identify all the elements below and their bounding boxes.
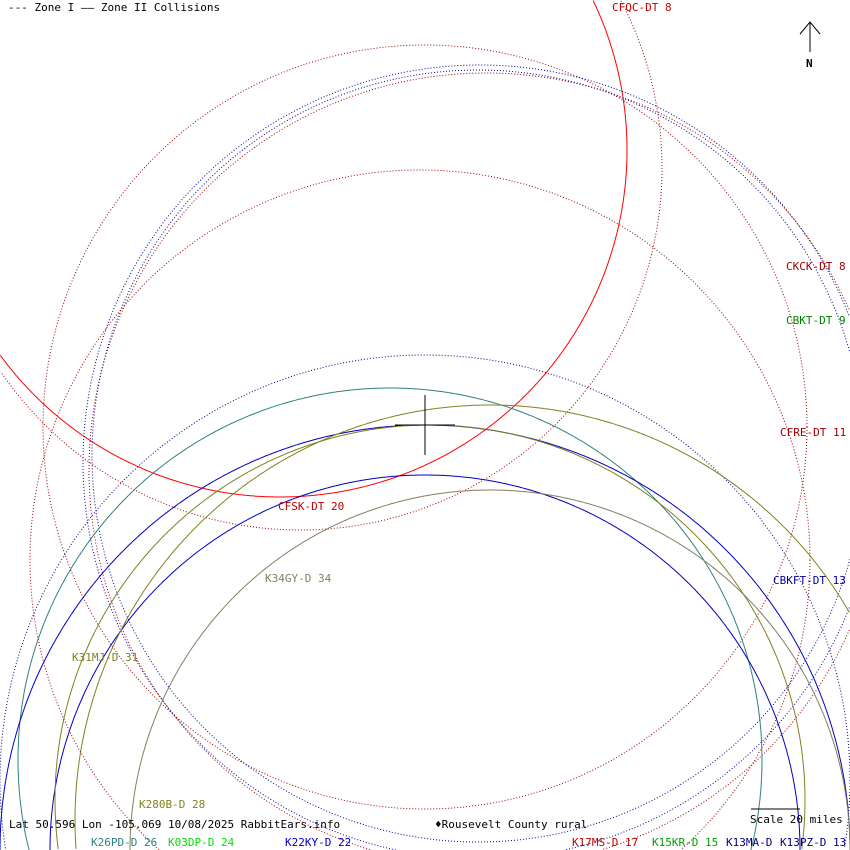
station-label[interactable]: CFSK-DT 20 <box>278 500 345 513</box>
station-label[interactable]: K13PZ-D 13 <box>780 836 847 849</box>
cbkt-zone1-circle-a <box>82 64 850 850</box>
north-label: N <box>806 57 813 70</box>
cfre-zone1-circle <box>91 69 850 843</box>
station-label[interactable]: K34GY-D 34 <box>265 572 332 585</box>
cfqc-zone1-circle-arc <box>620 0 663 168</box>
cfsk-zone1-circle-arc <box>680 560 811 850</box>
ckck-zone1-circle <box>42 44 808 810</box>
station-label[interactable]: K26PD-D 26 <box>91 836 158 849</box>
station-label[interactable]: K13MA-D <box>726 836 773 849</box>
cbkt-zone1-circle-a-arc <box>82 64 850 850</box>
cfqc-zone1-circle <box>0 0 663 531</box>
cfqc-zone2-circle-arc <box>592 0 628 150</box>
bottom-blue-zone1-circle <box>0 354 850 849</box>
station-label[interactable]: CFRE-DT 11 <box>780 426 847 439</box>
k22ky-circle-arc <box>0 424 850 850</box>
status-text: Lat 50.596 Lon -105.069 10/08/2025 Rabbi… <box>9 818 341 831</box>
k26pd-circle-arc <box>750 760 763 850</box>
ckck-zone1-circle-arc <box>42 44 808 810</box>
olive-circle-a-arc <box>74 404 850 849</box>
station-label[interactable]: CKCK-DT 8 <box>786 260 846 273</box>
cfsk-zone1-circle-arc <box>29 169 811 850</box>
cfqc-zone1-circle-arc <box>0 168 663 531</box>
station-label[interactable]: K280B-D 28 <box>139 798 206 811</box>
station-label[interactable]: CFQC-DT 8 <box>612 1 672 14</box>
cfre-zone1-circle-arc <box>91 69 850 843</box>
olive-circle-c <box>54 424 806 849</box>
cbkt-zone1-circle-b-arc <box>88 72 850 850</box>
cbkt-zone1-circle-a-arc <box>564 607 850 850</box>
station-label[interactable]: K22KY-D 22 <box>285 836 352 849</box>
station-label[interactable]: CBKFT-DT 13 <box>773 574 846 587</box>
cfqc-zone2-circle-arc <box>0 150 628 498</box>
legend-zone1: --- Zone I <box>8 1 75 14</box>
station-label[interactable]: K17MS-D 17 <box>572 836 639 849</box>
olive-circle-a <box>74 404 850 849</box>
bottom-blue-zone1-circle-arc <box>0 354 850 849</box>
k13-circle-arc <box>49 474 801 850</box>
station-label[interactable]: K15KR-D 15 <box>652 836 719 849</box>
bottom-blue-zone1-circle-arc <box>844 780 850 849</box>
cfqc-zone2-circle <box>0 0 628 498</box>
olive-circle-b-arc <box>129 489 850 850</box>
station-label[interactable]: CBKT-DT 9 <box>786 314 846 327</box>
station-label[interactable]: K03DP-D 24 <box>168 836 235 849</box>
olive-circle-c-arc <box>801 800 806 849</box>
cbkt-zone1-circle-b <box>88 72 850 850</box>
k22ky-circle <box>0 424 850 850</box>
olive-circle-b <box>129 489 850 850</box>
legend-zone2: —— Zone II Collisions <box>81 1 221 14</box>
olive-circle-c-arc <box>54 424 806 849</box>
cfsk-zone1-circle <box>29 169 811 850</box>
station-label[interactable]: K31MJ-D 31 <box>72 651 139 664</box>
scale-label: Scale 20 miles <box>750 813 843 826</box>
k13-circle <box>49 474 801 850</box>
north-arrow-head-icon <box>799 21 821 35</box>
location-label: ♦Rousevelt County rural <box>435 818 588 831</box>
